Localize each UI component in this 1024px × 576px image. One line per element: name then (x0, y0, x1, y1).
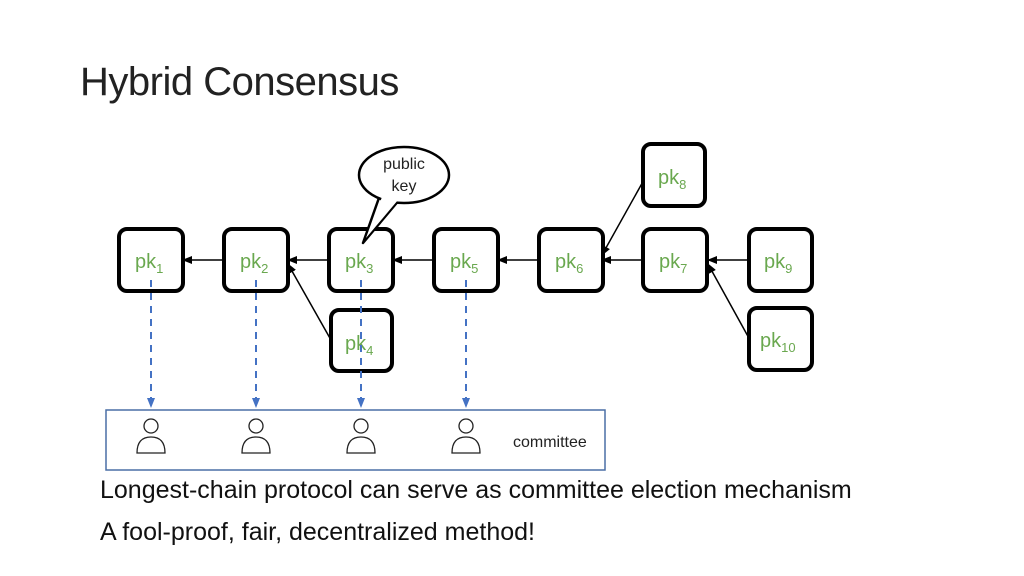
block-pk3: pk3 (327, 227, 395, 293)
callout-line-1: public (383, 156, 425, 173)
svg-text:pk3: pk3 (345, 251, 373, 276)
chain-links (182, 177, 751, 341)
block-pk5-label: pk (450, 251, 472, 273)
link-pk8-pk6 (601, 177, 646, 256)
election-arrows (147, 280, 470, 408)
link-pk10-pk7 (707, 263, 751, 341)
block-pk1: pk1 (117, 227, 185, 293)
committee-box (105, 409, 606, 471)
person-icon (346, 418, 376, 454)
svg-text:pk7: pk7 (659, 251, 687, 276)
block-pk4-label: pk (345, 333, 367, 355)
block-pk9: pk9 (747, 227, 814, 293)
block-pk10-label: pk (760, 330, 782, 352)
link-pk4-pk2 (287, 263, 332, 341)
slide-title: Hybrid Consensus (80, 60, 399, 104)
callout-line-2: key (392, 178, 417, 195)
block-pk5: pk5 (432, 227, 500, 293)
svg-text:pk5: pk5 (450, 251, 478, 276)
svg-text:pk9: pk9 (764, 251, 792, 276)
block-pk6-label: pk (555, 251, 577, 273)
svg-text:pk10: pk10 (760, 330, 796, 355)
block-pk10: pk10 (747, 306, 814, 372)
block-pk8-label: pk (658, 167, 680, 189)
block-pk7: pk7 (641, 227, 709, 293)
block-pk9-label: pk (764, 251, 786, 273)
bullet-fair-method: A fool-proof, fair, decentralized method… (100, 518, 535, 546)
svg-text:pk1: pk1 (135, 251, 163, 276)
block-pk7-label: pk (659, 251, 681, 273)
block-pk3-label: pk (345, 251, 367, 273)
person-icon (241, 418, 271, 454)
block-pk2-label: pk (240, 251, 262, 273)
block-pk6: pk6 (537, 227, 605, 293)
block-pk8: pk8 (641, 142, 707, 208)
person-icon (136, 418, 166, 454)
committee-label: committee (513, 434, 587, 451)
block-pk2: pk2 (222, 227, 290, 293)
bullet-election-mechanism: Longest-chain protocol can serve as comm… (100, 476, 852, 504)
block-pk1-label: pk (135, 251, 157, 273)
svg-text:pk6: pk6 (555, 251, 583, 276)
public-key-callout: public key (357, 145, 451, 245)
svg-text:pk8: pk8 (658, 167, 686, 192)
person-icon (451, 418, 481, 454)
svg-text:pk2: pk2 (240, 251, 268, 276)
